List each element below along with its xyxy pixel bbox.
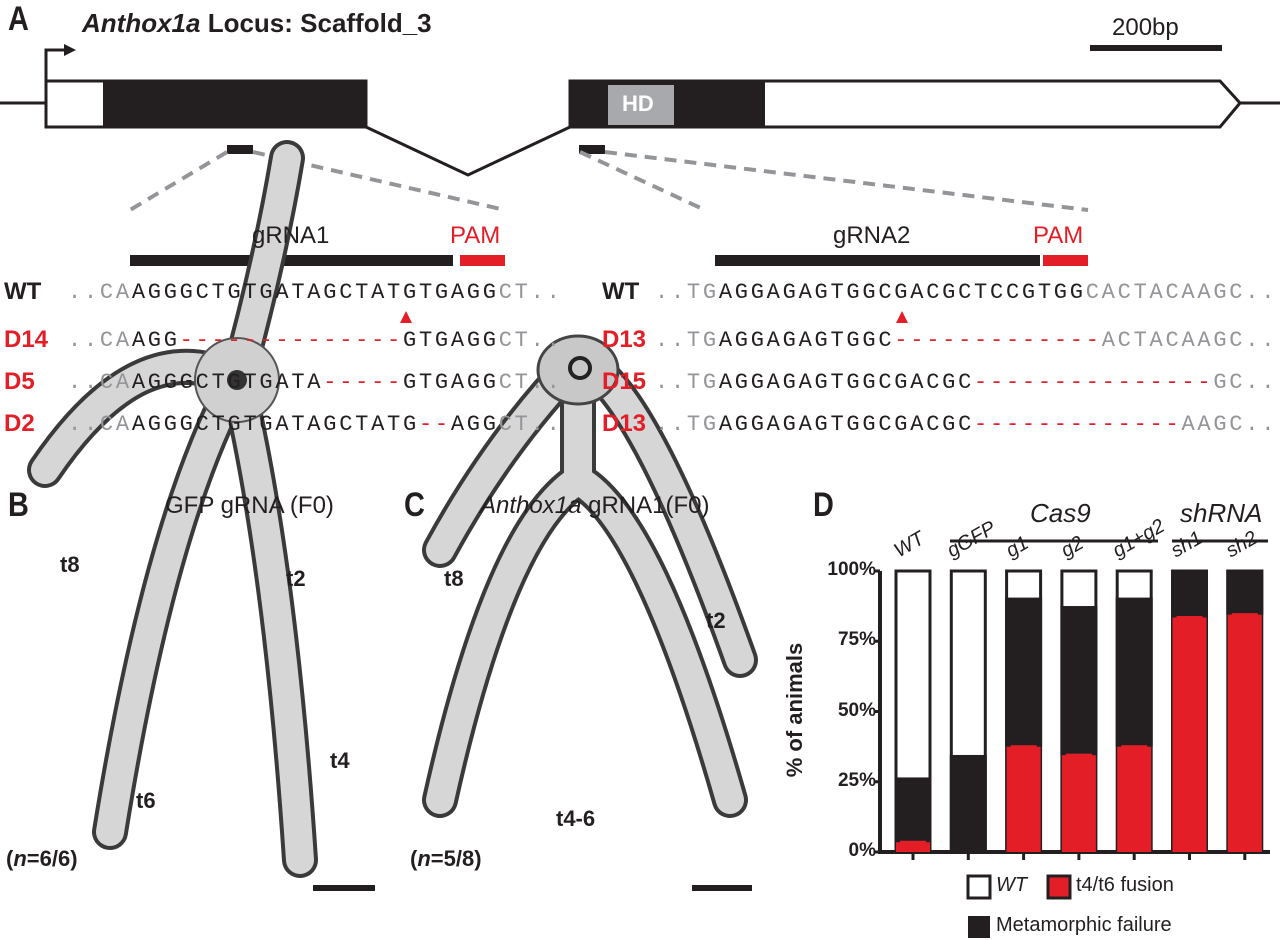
legend-label-wt: WT	[996, 874, 1028, 896]
bar-segment-metamorphic-failure	[949, 754, 987, 854]
intron	[365, 125, 571, 177]
row-label-d13b: D13	[602, 410, 647, 437]
pam1-bar	[460, 255, 505, 266]
row-label-d5: D5	[4, 368, 35, 395]
bar-segment-metamorphic-failure	[1060, 606, 1098, 756]
row-label-d15: D15	[602, 368, 647, 395]
tentacle-label: t2	[706, 608, 726, 633]
y-tick-label: 100%	[827, 559, 876, 580]
bar-segment-fusion	[1176, 615, 1203, 850]
grna1-bar	[130, 255, 453, 266]
tentacle-label: t4-6	[556, 806, 596, 831]
legend-label-fusion: t4/t6 fusion	[1076, 874, 1174, 896]
bar-segment-metamorphic-failure	[894, 777, 932, 843]
bar-segment-metamorphic-failure	[1226, 569, 1264, 615]
tss-arrow-icon	[44, 48, 66, 80]
bar-segment-metamorphic-failure	[1171, 569, 1208, 618]
grna2-site	[579, 145, 605, 154]
panel-letter-d: D	[813, 486, 834, 524]
grna2-bar	[715, 255, 1040, 266]
y-tick-label: 25%	[837, 769, 876, 791]
tss-arrowhead-icon	[64, 44, 76, 56]
cut-site-arrowhead-icon	[400, 311, 412, 323]
bar-segment-fusion	[1065, 753, 1092, 850]
locus-title: Anthox1a Locus: Scaffold_3	[82, 8, 432, 39]
bar-segment-fusion	[900, 840, 926, 850]
cas9-group-label: Cas9	[1030, 498, 1091, 528]
bar-segment-metamorphic-failure	[1115, 597, 1153, 747]
sequence-d13b: ..TGAGGAGAGTGGCGACGC-------------AAGC..	[655, 412, 1278, 437]
y-tick-label: 50%	[837, 699, 876, 721]
grna1-site	[227, 145, 253, 154]
row-label-d14: D14	[4, 326, 49, 353]
panel-letter-c: C	[404, 486, 425, 524]
scale-label: 200bp	[1112, 14, 1179, 41]
tentacle-label: t6	[136, 788, 156, 813]
y-tick-label: 75%	[837, 629, 876, 651]
homeodomain-box	[608, 85, 674, 125]
larva-image-anthox1a	[422, 334, 758, 818]
row-label-wt: WT	[4, 278, 42, 305]
sequence-d2: ..CAAGGGCTGTGATAGCTATG--AGGCT..	[68, 412, 563, 437]
shrna-group-label: shRNA	[1180, 498, 1263, 528]
pam2-label: PAM	[1033, 222, 1084, 249]
tentacle-label: t2	[286, 566, 306, 591]
bar-segment-fusion	[1121, 745, 1148, 850]
panel-letter-a: A	[8, 0, 29, 38]
gene-name: Anthox1a	[82, 8, 201, 38]
row-label-wt-2: WT	[602, 278, 640, 305]
panel-b-title: GFP gRNA (F0)	[165, 492, 334, 519]
tentacle-label: t4	[330, 748, 350, 773]
y-tick-label: 0%	[848, 840, 876, 861]
sequence-d13: ..TGAGGAGAGTGGC-------------ACTACAAGC..	[655, 328, 1278, 353]
panel-letter-b: B	[8, 486, 29, 524]
locus-title-rest: Locus: Scaffold_3	[200, 8, 432, 38]
row-label-d2: D2	[4, 410, 35, 437]
sample-count-c: (n=5/8)	[410, 846, 482, 871]
grna1-label: gRNA1	[252, 222, 330, 249]
sequence-wt-2: ..TGAGGAGAGTGGCGACGCTCCGTGGCACTACAAGC..	[655, 280, 1278, 305]
hd-label: HD	[622, 91, 654, 116]
sequence-d5: ..CAAGGGCTGTGATA-----GTGAGGCT..	[68, 370, 563, 395]
bar-segment-fusion	[1010, 745, 1037, 850]
sequence-d14: ..CAAGG--------------GTGAGGCT..	[68, 328, 563, 353]
sequence-wt-1: ..CAAGGGCTGTGATAGCTATGTGAGGCT..	[68, 280, 563, 305]
legend-swatch-failure	[968, 916, 990, 938]
larva-image-gfp	[27, 140, 318, 878]
pam2-bar	[1043, 255, 1088, 266]
pam1-label: PAM	[450, 222, 501, 249]
y-axis-label: % of animals	[782, 642, 807, 778]
exon-1-coding	[103, 81, 366, 127]
sample-count-b: (n=6/6)	[6, 846, 78, 871]
legend-swatch-fusion	[1046, 874, 1072, 900]
tentacle-label: t8	[444, 566, 464, 591]
tentacle-label: t8	[60, 552, 80, 577]
legend-label-failure: Metamorphic failure	[996, 914, 1172, 936]
bar-segment-metamorphic-failure	[1005, 597, 1043, 747]
row-label-d13: D13	[602, 326, 647, 353]
bar-segment-fusion	[1231, 613, 1258, 850]
sequence-d15: ..TGAGGAGAGTGGCGACGC---------------GC..	[655, 370, 1278, 395]
panel-c-title: Anthox1a gRNA1(F0)	[480, 492, 710, 519]
stacked-bar-chart	[874, 569, 1270, 860]
cut-site-arrowhead-icon	[896, 311, 908, 323]
grna2-label: gRNA2	[833, 222, 911, 249]
legend-swatch-wt	[966, 874, 992, 900]
